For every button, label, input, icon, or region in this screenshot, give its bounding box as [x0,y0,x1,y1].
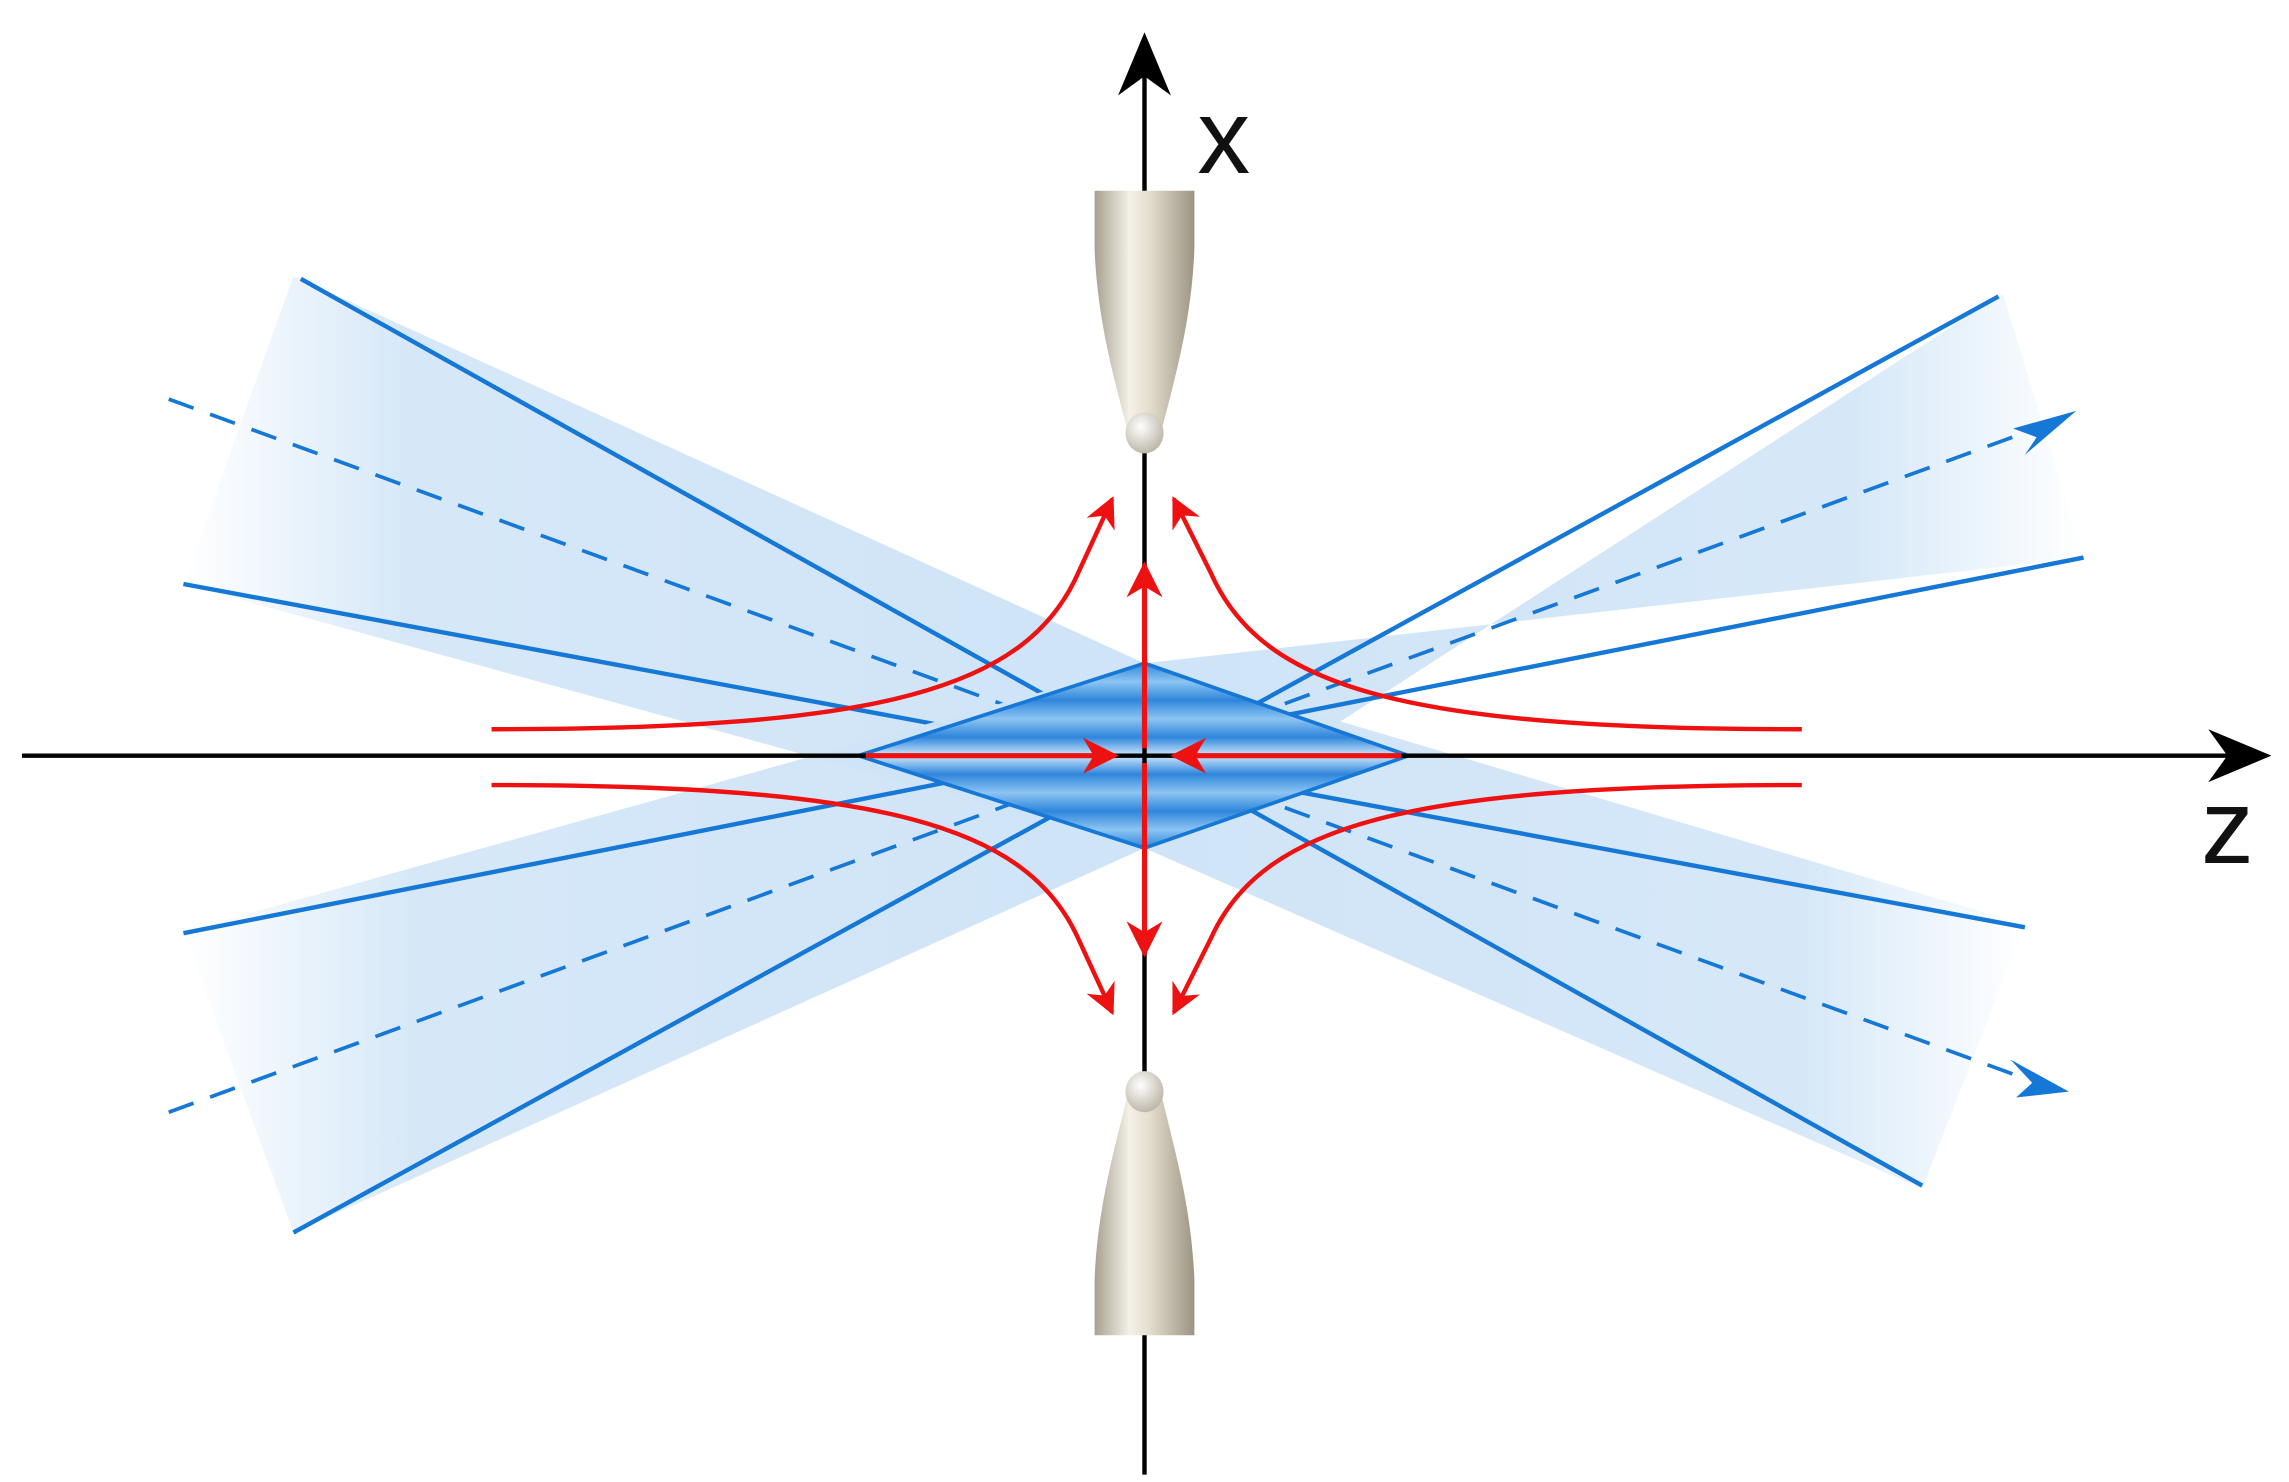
flow-line-lower-left [491,782,1115,1016]
beam2-arrowhead [2013,410,2077,455]
flow-line-upper-right [1171,496,1802,732]
x-axis-label: x [1197,78,1250,196]
z-axis-arrowhead [2208,729,2272,783]
flow-line-upper-left [491,496,1115,732]
flow-line-lower-right [1171,782,1802,1016]
x-axis-arrowhead [1118,32,1171,96]
beam1-arrowhead [2010,1059,2069,1098]
z-axis-label: z [2201,768,2254,886]
flow-lines [491,496,1802,1016]
needle-top [1094,190,1195,454]
central-arrows [865,561,1402,958]
needle-bottom [1094,1071,1195,1336]
